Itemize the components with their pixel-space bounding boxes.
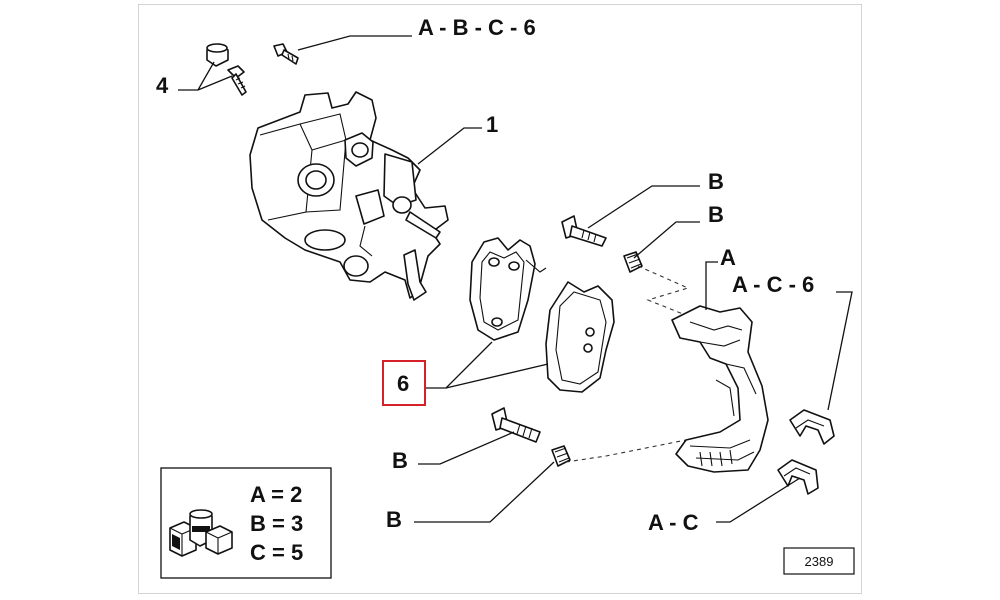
leader-b-upper-1 [587, 185, 700, 229]
guide-bolt-upper [561, 215, 607, 247]
assembly-line-upper [637, 265, 690, 317]
brake-pad-outer [545, 281, 615, 393]
leader-1 [417, 127, 482, 165]
figure-number-box: 2389 [783, 547, 855, 575]
label-a: A [720, 245, 736, 270]
spring-clip-lower [777, 459, 819, 495]
label-6: 6 [397, 371, 409, 396]
leader-a-c-6 [827, 291, 853, 411]
leader-a [705, 261, 718, 310]
leader-b-lower-2 [414, 461, 555, 523]
leader-top [297, 35, 412, 51]
guide-bushing-upper [623, 251, 643, 273]
label-a-c-6: A - C - 6 [732, 272, 814, 297]
diagram-frame [138, 4, 862, 594]
label-a-c: A - C [648, 510, 699, 535]
leader-6 [426, 341, 549, 389]
label-a-b-c-6: A - B - C - 6 [418, 15, 536, 40]
leader-a-c [716, 477, 801, 523]
leader-b-lower-1 [418, 431, 515, 465]
label-b-upper-1: B [708, 169, 724, 194]
caliper-bolt-top [273, 43, 299, 65]
label-b-lower-2: B [386, 507, 402, 532]
spring-clip-upper [789, 409, 835, 445]
bleed-screw [227, 65, 247, 96]
bleed-screw-cap [206, 43, 229, 67]
quantity-legend: A = 2 B = 3 C = 5 [160, 467, 332, 579]
highlight-box-6 [382, 360, 426, 406]
figure-number: 2389 [805, 554, 834, 569]
legend-line-b: B = 3 [250, 511, 303, 536]
label-4: 4 [156, 73, 169, 98]
package-icon [169, 509, 233, 557]
label-1: 1 [486, 112, 498, 137]
legend-line-c: C = 5 [250, 540, 303, 565]
caliper-carrier [671, 305, 769, 473]
brake-caliper [249, 91, 449, 301]
label-b-upper-2: B [708, 202, 724, 227]
guide-bushing-lower [551, 445, 571, 467]
brake-pad-inner [469, 237, 547, 341]
legend-line-a: A = 2 [250, 482, 302, 507]
leader-b-upper-2 [633, 221, 700, 259]
assembly-line-lower [565, 439, 687, 463]
guide-bolt-lower [491, 407, 541, 443]
label-b-lower-1: B [392, 448, 408, 473]
leader-4 [178, 61, 233, 91]
